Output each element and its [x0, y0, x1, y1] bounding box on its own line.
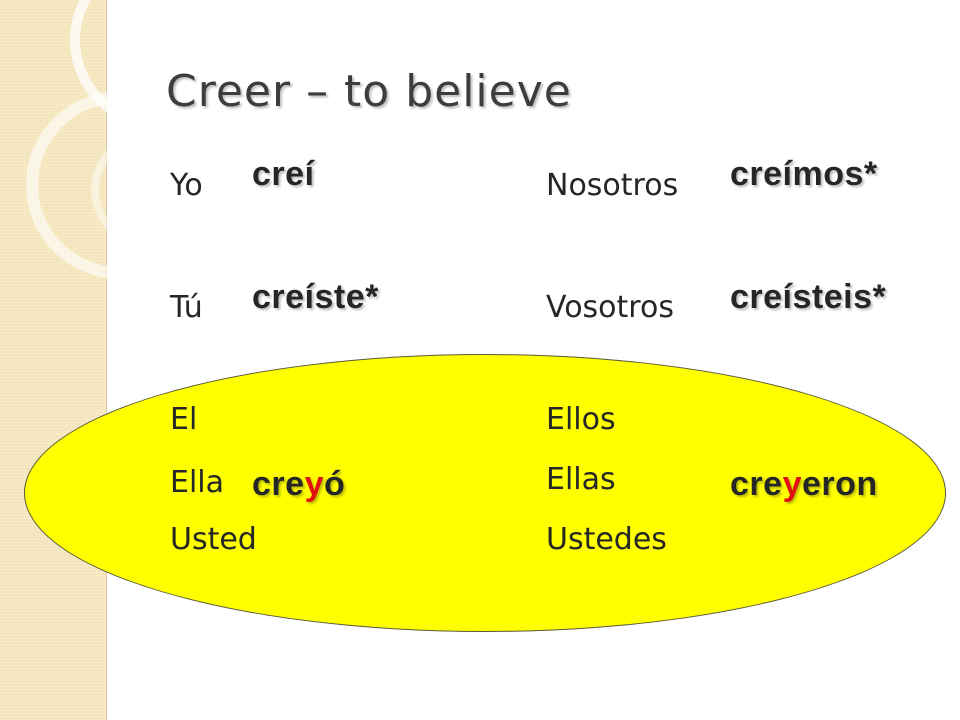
pronoun-ellas: Ellas: [546, 462, 616, 497]
decorative-circles: [26, 0, 200, 279]
conjugation-tu: creíste*: [252, 278, 379, 316]
pronoun-el: El: [170, 402, 198, 437]
pronoun-nosotros: Nosotros: [546, 168, 679, 203]
pronoun-vosotros: Vosotros: [546, 290, 674, 325]
stem: cre: [730, 465, 783, 503]
pronoun-ellos: Ellos: [546, 402, 616, 437]
conjugation-el-ella-usted: creyó: [252, 465, 345, 504]
highlight-oval: [24, 354, 946, 632]
ending: ó: [323, 465, 346, 503]
pronoun-ustedes: Ustedes: [546, 522, 667, 557]
conjugation-ellos-ellas-ustedes: creyeron: [730, 465, 878, 504]
highlighted-letter: y: [304, 465, 324, 503]
pronoun-ella: Ella: [170, 465, 225, 500]
pronoun-usted: Usted: [170, 522, 257, 557]
conjugation-nosotros: creímos*: [730, 155, 878, 193]
slide-title: Creer – to believe: [166, 66, 572, 117]
ending: eron: [801, 465, 878, 503]
highlighted-letter: y: [782, 465, 802, 503]
conjugation-yo: creí: [252, 155, 315, 193]
pronoun-yo: Yo: [170, 168, 203, 203]
stem: cre: [252, 465, 305, 503]
pronoun-tu: Tú: [170, 290, 203, 325]
conjugation-vosotros: creísteis*: [730, 278, 887, 316]
